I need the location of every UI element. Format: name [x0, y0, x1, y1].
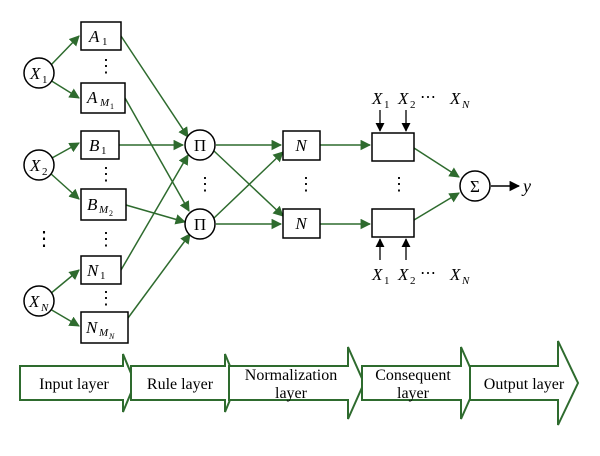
- mf-node-nmn: N M N: [80, 311, 129, 344]
- input-ellipsis: ⋮: [34, 228, 54, 250]
- layer-arrow-output: Output layer: [469, 340, 580, 426]
- svg-text:1: 1: [42, 74, 48, 86]
- svg-text:1: 1: [384, 99, 390, 111]
- svg-text:2: 2: [42, 166, 48, 178]
- mf-node-am1: A M 1: [80, 82, 126, 114]
- input-node-2: X 2: [23, 149, 55, 181]
- svg-text:X: X: [449, 265, 461, 284]
- svg-text:N: N: [108, 332, 115, 341]
- consequent-inputs-bottom: X 1 X 2 ⋯ X N: [371, 265, 470, 287]
- svg-text:B: B: [87, 195, 98, 214]
- rule-node-2: Π: [184, 208, 216, 240]
- input-edges: [49, 35, 80, 327]
- svg-text:1: 1: [100, 270, 106, 282]
- svg-text:B: B: [89, 136, 100, 155]
- rule-node-1: Π: [184, 129, 216, 161]
- svg-text:Consequent: Consequent: [375, 367, 451, 384]
- svg-text:Normalization: Normalization: [245, 367, 337, 384]
- svg-text:X: X: [371, 89, 383, 108]
- mf-ellipsis-b: ⋮: [97, 164, 115, 184]
- mf-ellipsis-n: ⋮: [97, 288, 115, 308]
- svg-text:X: X: [449, 89, 461, 108]
- svg-text:1: 1: [102, 36, 108, 48]
- svg-text:N: N: [461, 99, 470, 111]
- mf-node-b1: B 1: [80, 130, 120, 160]
- mf-node-bm2: B M 2: [80, 188, 127, 221]
- layer-arrow-normalization: Normalization layer: [228, 346, 366, 420]
- svg-text:Π: Π: [194, 136, 206, 155]
- svg-text:X: X: [29, 156, 41, 175]
- svg-text:X: X: [397, 89, 409, 108]
- svg-text:A: A: [86, 88, 98, 107]
- mf-edges: [119, 35, 191, 319]
- consequent-node-1: [371, 132, 415, 162]
- norm-ellipsis: ⋮: [297, 174, 315, 194]
- svg-text:1: 1: [384, 275, 390, 287]
- layer-arrow-input: Input layer: [19, 353, 137, 413]
- norm-node-1: N: [282, 130, 321, 161]
- mf-ellipsis-a: ⋮: [97, 56, 115, 76]
- mf-ellipsis-mid: ⋮: [97, 229, 115, 249]
- svg-text:N: N: [85, 318, 99, 337]
- output-y: y: [521, 176, 531, 196]
- svg-text:1: 1: [101, 145, 107, 157]
- mf-node-a1: A 1: [80, 21, 122, 51]
- svg-text:X: X: [29, 64, 41, 83]
- mf-node-n1: N 1: [80, 255, 122, 285]
- svg-text:X: X: [371, 265, 383, 284]
- norm-node-2: N: [282, 208, 321, 239]
- svg-text:2: 2: [410, 275, 416, 287]
- input-node-n: X N: [23, 285, 55, 317]
- svg-text:M: M: [99, 97, 110, 109]
- svg-text:X: X: [28, 292, 40, 311]
- rule-edges: [213, 139, 284, 230]
- svg-text:Π: Π: [194, 215, 206, 234]
- consequent-ellipsis: ⋮: [390, 174, 408, 194]
- svg-text:N: N: [86, 261, 100, 280]
- consequent-inputs-top: X 1 X 2 ⋯ X N: [371, 89, 470, 111]
- svg-text:2: 2: [410, 99, 416, 111]
- svg-text:N: N: [40, 302, 49, 314]
- consequent-node-2: [371, 208, 415, 238]
- svg-text:N: N: [294, 214, 308, 233]
- layer-arrow-rule: Rule layer: [130, 353, 239, 413]
- svg-text:Rule layer: Rule layer: [147, 376, 214, 393]
- consequent-input-arrows: [375, 110, 411, 260]
- svg-text:X: X: [397, 265, 409, 284]
- svg-text:2: 2: [109, 209, 113, 218]
- sum-node: Σ: [459, 170, 491, 202]
- input-node-1: X 1: [23, 57, 55, 89]
- svg-text:⋯: ⋯: [420, 265, 436, 282]
- svg-text:⋯: ⋯: [420, 89, 436, 106]
- svg-text:layer: layer: [275, 385, 308, 402]
- layer-arrow-consequent: Consequent layer: [361, 346, 479, 420]
- svg-text:1: 1: [110, 102, 114, 111]
- svg-text:Output layer: Output layer: [484, 376, 565, 393]
- svg-text:layer: layer: [397, 385, 430, 402]
- svg-text:Σ: Σ: [470, 177, 480, 196]
- rule-ellipsis: ⋮: [196, 174, 214, 194]
- svg-text:A: A: [88, 27, 100, 46]
- svg-text:M: M: [98, 327, 109, 339]
- svg-text:Input layer: Input layer: [39, 376, 109, 393]
- svg-text:N: N: [461, 275, 470, 287]
- output-edges: [320, 139, 521, 230]
- svg-text:M: M: [98, 204, 109, 216]
- svg-text:N: N: [294, 136, 308, 155]
